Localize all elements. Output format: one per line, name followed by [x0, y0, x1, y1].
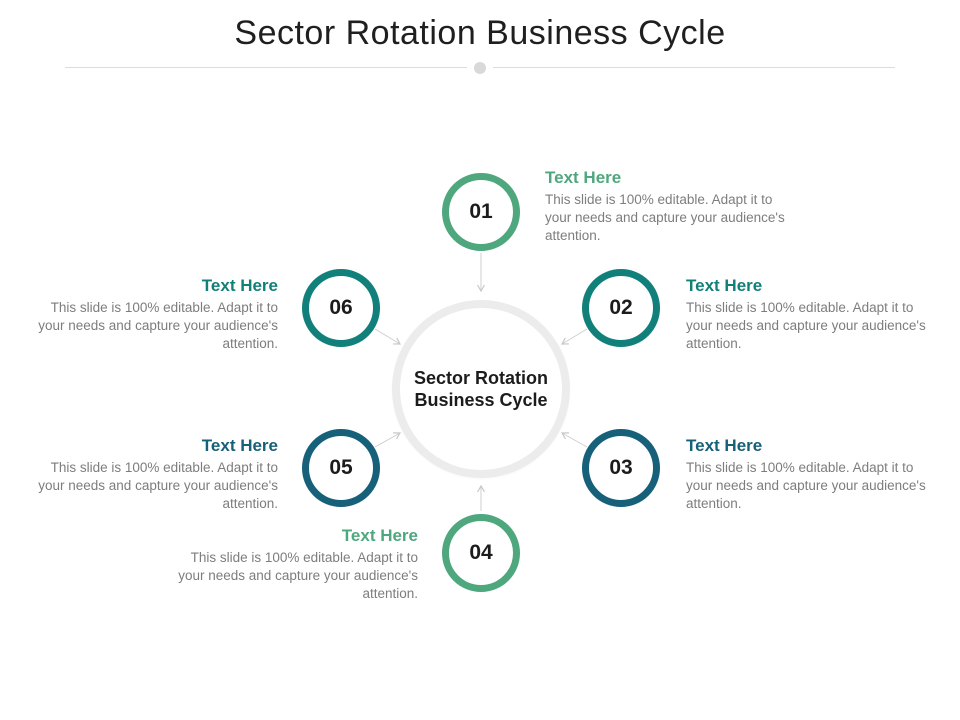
step-number-02: 02: [609, 296, 633, 319]
step-number-03: 03: [609, 456, 633, 479]
step-body-05: This slide is 100% editable. Adapt it to…: [38, 460, 278, 511]
divider-line-left: [65, 67, 467, 68]
step-heading-05: Text Here: [201, 436, 278, 455]
slide-title: Sector Rotation Business Cycle: [234, 14, 726, 52]
center-circle: Sector Rotation Business Cycle: [392, 300, 570, 478]
step-heading-01: Text Here: [545, 168, 622, 187]
step-number-04: 04: [469, 541, 493, 564]
arrow-03-to-center: [560, 432, 588, 448]
step-body-02: This slide is 100% editable. Adapt it to…: [686, 300, 926, 351]
step-heading-04: Text Here: [341, 526, 418, 545]
step-body-01: This slide is 100% editable. Adapt it to…: [545, 192, 785, 243]
step-text-block-05: Text Here This slide is 100% editable. A…: [38, 436, 278, 513]
step-circle-04: 04: [442, 514, 520, 592]
step-circle-01: 01: [442, 173, 520, 251]
center-label-line2: Business Cycle: [414, 390, 548, 410]
step-number-06: 06: [329, 296, 353, 319]
step-body-03: This slide is 100% editable. Adapt it to…: [686, 460, 926, 511]
step-text-block-01: Text Here This slide is 100% editable. A…: [545, 168, 785, 245]
divider-dot: [474, 62, 486, 74]
step-body-06: This slide is 100% editable. Adapt it to…: [38, 300, 278, 351]
step-circle-02: 02: [582, 269, 660, 347]
title-divider: [0, 61, 960, 75]
step-text-block-02: Text Here This slide is 100% editable. A…: [686, 276, 926, 353]
step-text-block-04: Text Here This slide is 100% editable. A…: [178, 526, 418, 603]
arrow-05-to-center: [374, 432, 402, 448]
step-number-05: 05: [329, 456, 353, 479]
step-text-block-06: Text Here This slide is 100% editable. A…: [38, 276, 278, 353]
step-body-04: This slide is 100% editable. Adapt it to…: [178, 550, 418, 601]
arrow-06-to-center: [374, 328, 402, 345]
step-text-block-03: Text Here This slide is 100% editable. A…: [686, 436, 926, 513]
step-heading-06: Text Here: [201, 276, 278, 295]
divider-line-right: [493, 67, 895, 68]
step-circle-06: 06: [302, 269, 380, 347]
arrow-02-to-center: [560, 328, 588, 345]
center-label-line1: Sector Rotation: [413, 367, 548, 388]
step-circle-05: 05: [302, 429, 380, 507]
step-circle-03: 03: [582, 429, 660, 507]
step-heading-02: Text Here: [686, 276, 763, 295]
step-heading-03: Text Here: [686, 436, 763, 455]
step-number-01: 01: [469, 200, 493, 223]
